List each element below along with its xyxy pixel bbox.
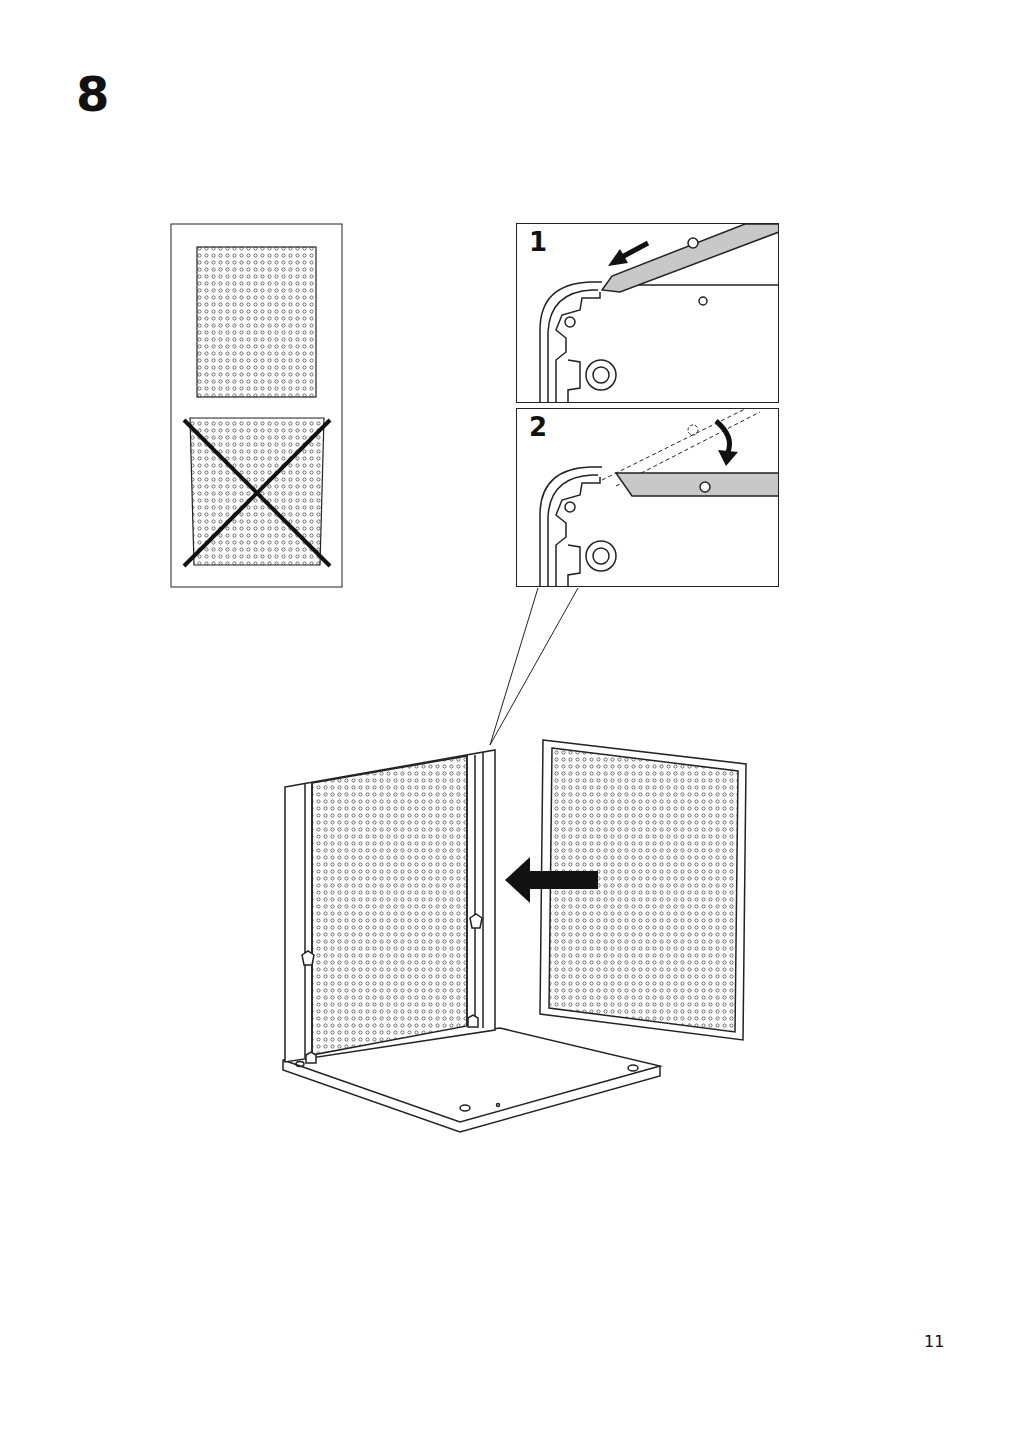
- substep-number: 2: [527, 413, 549, 442]
- substep-number: 1: [527, 228, 549, 257]
- detail-inset: 2: [516, 408, 779, 587]
- step-number: 8: [76, 70, 109, 118]
- detail-inset: 1: [516, 223, 779, 403]
- page-number: 11: [924, 1332, 944, 1351]
